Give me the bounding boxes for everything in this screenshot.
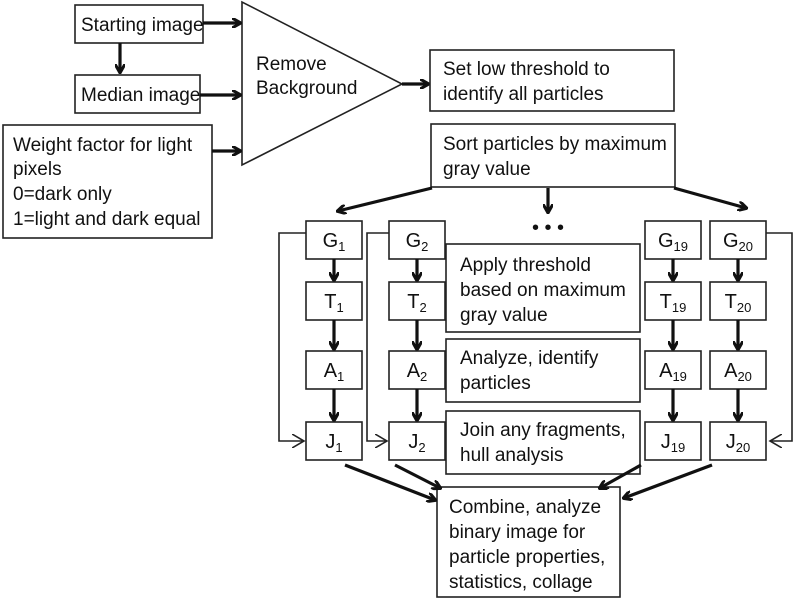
bypass-arrow-g1-to-j1 bbox=[278, 232, 306, 441]
low-threshold-line-1: Set low threshold to bbox=[443, 59, 610, 80]
j19-label: J19 bbox=[661, 431, 685, 455]
remove-background-triangle: Remove Background bbox=[241, 0, 404, 167]
analyze-box: Analyze, identify particles bbox=[445, 338, 641, 403]
join-line-2: hull analysis bbox=[460, 445, 564, 466]
a20-label: A20 bbox=[724, 360, 752, 384]
g2-box: G2 bbox=[388, 220, 446, 260]
j2-label: J2 bbox=[408, 431, 425, 455]
weight-factor-line-3: 0=dark only bbox=[13, 184, 112, 205]
remove-background-line-1: Remove bbox=[256, 54, 327, 75]
arrow-j2-to-combine bbox=[394, 463, 440, 488]
j1-label: J1 bbox=[325, 431, 342, 455]
analyze-line-1: Analyze, identify bbox=[460, 348, 599, 369]
g19-box: G19 bbox=[644, 220, 702, 260]
g20-label: G20 bbox=[723, 230, 753, 254]
g1-label: G1 bbox=[323, 230, 346, 254]
combine-line-4: statistics, collage bbox=[449, 572, 593, 593]
weight-factor-line-2: pixels bbox=[13, 159, 62, 180]
median-image-label: Median image bbox=[81, 85, 200, 106]
combine-box: Combine, analyze binary image for partic… bbox=[436, 486, 621, 598]
t1-label: T1 bbox=[324, 291, 343, 315]
bypass-arrow-g2-to-j2 bbox=[366, 232, 389, 441]
g19-label: G19 bbox=[658, 230, 688, 254]
g20-box: G20 bbox=[709, 220, 767, 260]
j20-label: J20 bbox=[726, 431, 750, 455]
j19-box: J19 bbox=[644, 421, 702, 461]
sort-particles-box: Sort particles by maximum gray value bbox=[430, 123, 676, 188]
j2-box: J2 bbox=[388, 421, 446, 461]
a2-label: A2 bbox=[407, 360, 428, 384]
g2-label: G2 bbox=[406, 230, 429, 254]
a19-box: A19 bbox=[644, 350, 702, 390]
a1-box: A1 bbox=[305, 350, 363, 390]
analyze-line-2: particles bbox=[460, 373, 531, 394]
t1-box: T1 bbox=[305, 281, 363, 321]
arrow-j1-to-combine bbox=[344, 463, 435, 500]
starting-image-box: Starting image bbox=[74, 4, 204, 44]
apply-threshold-line-1: Apply threshold bbox=[460, 255, 591, 276]
median-image-box: Median image bbox=[74, 74, 201, 114]
apply-threshold-box: Apply threshold based on maximum gray va… bbox=[445, 243, 641, 333]
bypass-arrow-g20-to-j20 bbox=[766, 232, 793, 441]
a19-label: A19 bbox=[659, 360, 687, 384]
starting-image-label: Starting image bbox=[81, 15, 204, 36]
t2-label: T2 bbox=[407, 291, 426, 315]
weight-factor-line-1: Weight factor for light bbox=[13, 135, 193, 156]
t19-label: T19 bbox=[660, 291, 687, 315]
combine-line-2: binary image for bbox=[449, 522, 586, 543]
t20-box: T20 bbox=[709, 281, 767, 321]
a2-box: A2 bbox=[388, 350, 446, 390]
g1-box: G1 bbox=[305, 220, 363, 260]
t19-box: T19 bbox=[644, 281, 702, 321]
weight-factor-line-4: 1=light and dark equal bbox=[13, 209, 201, 230]
arrow-j20-to-combine bbox=[624, 463, 713, 498]
arrow-sort-to-g1 bbox=[338, 186, 433, 211]
apply-threshold-line-3: gray value bbox=[460, 305, 548, 326]
low-threshold-box: Set low threshold to identify all partic… bbox=[429, 49, 675, 112]
sort-particles-line-1: Sort particles by maximum bbox=[443, 134, 667, 155]
t20-label: T20 bbox=[725, 291, 752, 315]
join-line-1: Join any fragments, bbox=[460, 420, 626, 441]
sort-particles-line-2: gray value bbox=[443, 159, 531, 180]
j20-box: J20 bbox=[709, 421, 767, 461]
a20-box: A20 bbox=[709, 350, 767, 390]
weight-factor-box: Weight factor for light pixels 0=dark on… bbox=[2, 124, 213, 239]
apply-threshold-line-2: based on maximum bbox=[460, 280, 626, 301]
combine-line-1: Combine, analyze bbox=[449, 497, 601, 518]
j1-box: J1 bbox=[305, 421, 363, 461]
combine-line-3: particle properties, bbox=[449, 547, 605, 568]
a1-label: A1 bbox=[324, 360, 345, 384]
t2-box: T2 bbox=[388, 281, 446, 321]
remove-background-line-2: Background bbox=[256, 78, 357, 99]
ellipsis: • • • bbox=[532, 217, 564, 239]
low-threshold-line-2: identify all particles bbox=[443, 84, 604, 105]
arrow-sort-to-g20 bbox=[673, 186, 746, 208]
join-box: Join any fragments, hull analysis bbox=[445, 410, 641, 475]
arrow-j19-to-combine bbox=[600, 463, 642, 488]
